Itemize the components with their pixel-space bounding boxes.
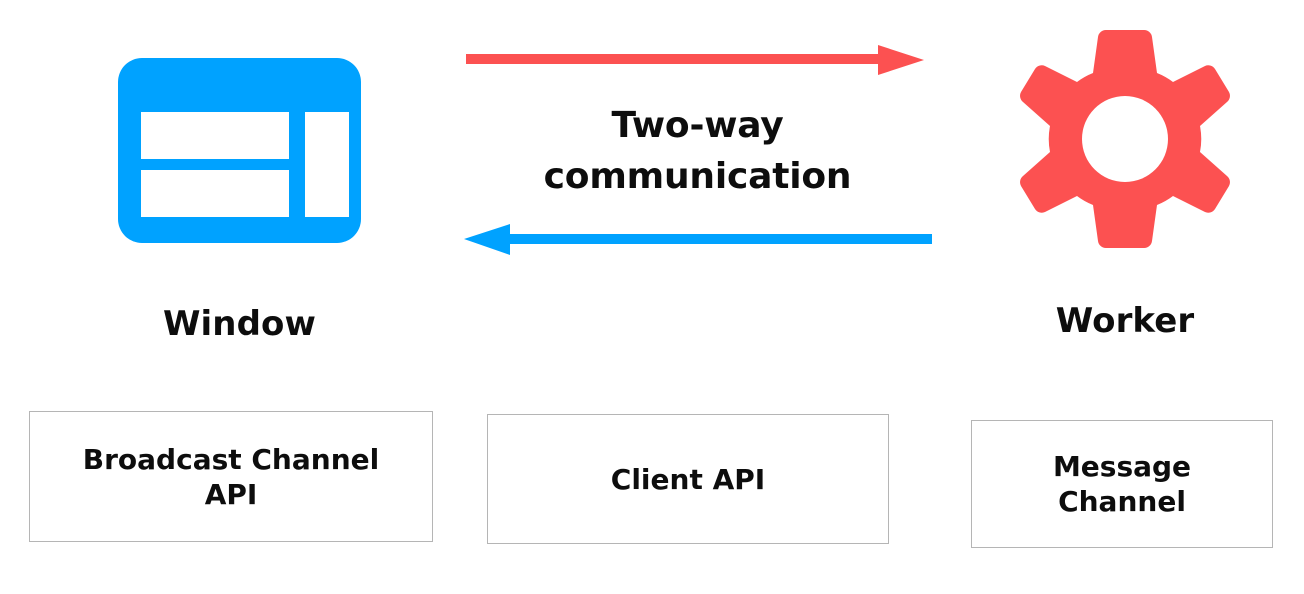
caption-line-1: Two-way <box>611 105 784 146</box>
api-box-line-2: Channel <box>1058 485 1186 518</box>
two-way-communication-caption: Two-way communication <box>470 100 925 202</box>
gear-icon <box>1020 29 1230 249</box>
arrow-window-to-worker <box>466 40 926 80</box>
caption-line-2: communication <box>543 156 852 198</box>
arrow-worker-to-window <box>462 219 932 261</box>
node-label-window: Window <box>162 304 317 344</box>
api-box-broadcast-channel-api: Broadcast Channel API <box>29 411 433 542</box>
api-box-line-1: Client API <box>610 462 766 496</box>
api-box-line-1: Broadcast Channel <box>82 442 380 476</box>
api-box-client-api: Client API <box>487 414 889 544</box>
api-box-message-channel: Message Channel <box>971 420 1273 548</box>
api-box-line-2: API <box>204 477 258 511</box>
browser-window-icon <box>118 58 361 243</box>
node-label-worker: Worker <box>1055 301 1195 341</box>
api-box-line-1: Message <box>1052 450 1192 483</box>
